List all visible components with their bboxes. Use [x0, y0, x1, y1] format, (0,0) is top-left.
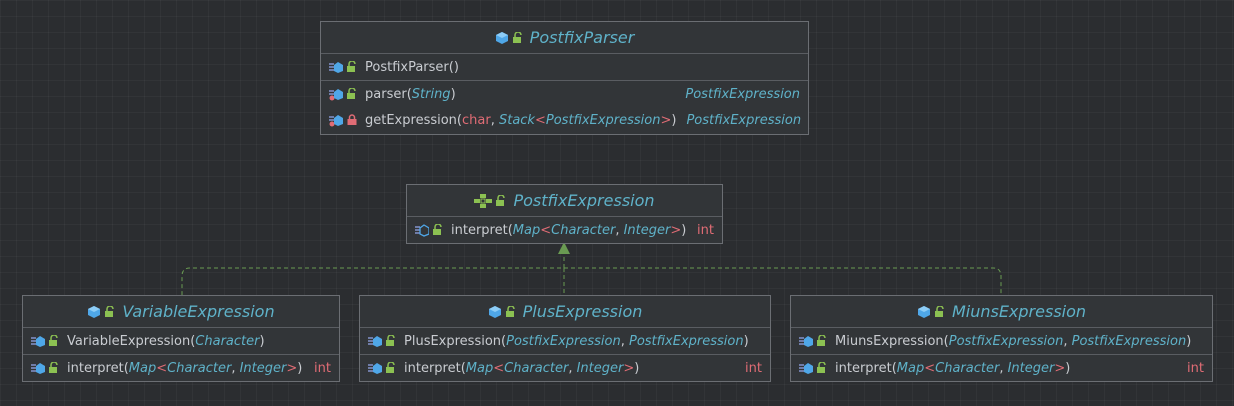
methods-section: interpret(Map<Character, Integer>) int [407, 217, 722, 243]
return-type: PostfixExpression [685, 86, 800, 102]
class-name: PostfixParser [529, 28, 635, 47]
class-icon [917, 305, 930, 318]
method-icon [329, 62, 343, 73]
public-lock-icon [817, 335, 826, 346]
inheritance-arrowhead [558, 242, 570, 254]
return-type: int [697, 222, 714, 238]
public-lock-icon [49, 335, 58, 346]
method-row-interpret[interactable]: interpret(Map<Character, Integer>) int [23, 355, 339, 381]
method-row-interpret[interactable]: interpret(Map<Character, Integer>) int [407, 217, 722, 243]
return-type: int [1187, 360, 1204, 376]
class-header: PlusExpression [360, 296, 770, 328]
constructor-section: MiunsExpression(PostfixExpression, Postf… [791, 328, 1212, 355]
class-name: MiunsExpression [951, 302, 1087, 321]
method-signature: getExpression(char, Stack<PostfixExpress… [365, 112, 677, 128]
static-method-icon [329, 115, 343, 127]
method-row-interpret[interactable]: interpret(Map<Character, Integer>) int [360, 355, 770, 381]
constructor-section: VariableExpression(Character) [23, 328, 339, 355]
class-header: PostfixParser [321, 22, 808, 54]
public-lock-icon [105, 305, 115, 317]
method-signature: interpret(Map<Character, Integer>) [67, 360, 303, 376]
return-type: int [745, 360, 762, 376]
constructor-signature: PostfixParser() [365, 59, 459, 75]
class-header: VariableExpression [23, 296, 339, 328]
public-lock-icon [817, 362, 826, 373]
class-box-variableexpression[interactable]: VariableExpression VariableExpression(Ch… [22, 295, 340, 382]
class-icon [495, 31, 508, 44]
public-lock-icon [496, 194, 506, 206]
interface-header: PostfixExpression [407, 185, 722, 217]
method-signature: interpret(Map<Character, Integer>) [404, 360, 640, 376]
method-signature: interpret(Map<Character, Integer>) [451, 222, 687, 238]
class-header: MiunsExpression [791, 296, 1212, 328]
class-icon [88, 305, 101, 318]
class-icon [488, 305, 501, 318]
static-method-icon [329, 89, 343, 101]
constructor-section: PostfixParser() [321, 54, 808, 81]
methods-section: interpret(Map<Character, Integer>) int [791, 355, 1212, 381]
public-lock-icon [386, 335, 395, 346]
interface-name: PostfixExpression [513, 191, 655, 210]
public-lock-icon [934, 305, 944, 317]
override-method-icon [368, 363, 382, 374]
method-row-parser[interactable]: parser(String) PostfixExpression [321, 81, 808, 107]
methods-section: interpret(Map<Character, Integer>) int [23, 355, 339, 381]
constructor-signature: VariableExpression(Character) [67, 333, 265, 349]
class-box-plusexpression[interactable]: PlusExpression PlusExpression(PostfixExp… [359, 295, 771, 382]
public-lock-icon [505, 305, 515, 317]
methods-section: parser(String) PostfixExpression getExpr… [321, 81, 808, 133]
constructor-row[interactable]: VariableExpression(Character) [23, 328, 339, 354]
override-method-icon [31, 363, 45, 374]
class-box-miunsexpression[interactable]: MiunsExpression MiunsExpression(PostfixE… [790, 295, 1213, 382]
return-type: int [314, 360, 331, 376]
method-row-getexpression[interactable]: getExpression(char, Stack<PostfixExpress… [321, 107, 808, 133]
method-icon [31, 336, 45, 347]
constructor-row[interactable]: PostfixParser() [321, 54, 808, 80]
constructor-section: PlusExpression(PostfixExpression, Postfi… [360, 328, 770, 355]
method-row-interpret[interactable]: interpret(Map<Character, Integer>) int [791, 355, 1212, 381]
interface-box-postfixexpression[interactable]: PostfixExpression interpret(Map<Characte… [406, 184, 723, 244]
public-lock-icon [49, 362, 58, 373]
override-method-icon [799, 363, 813, 374]
interface-icon [474, 193, 493, 208]
return-type: PostfixExpression [686, 112, 802, 128]
methods-section: interpret(Map<Character, Integer>) int [360, 355, 770, 381]
method-icon [799, 336, 813, 347]
public-lock-icon [512, 31, 522, 43]
constructor-row[interactable]: MiunsExpression(PostfixExpression, Postf… [791, 328, 1212, 354]
abstract-method-icon [415, 224, 429, 237]
class-box-postfixparser[interactable]: PostfixParser PostfixParser() parser(Str… [320, 21, 809, 135]
constructor-signature: PlusExpression(PostfixExpression, Postfi… [404, 333, 749, 349]
public-lock-icon [433, 224, 442, 235]
class-name: PlusExpression [522, 302, 643, 321]
constructor-row[interactable]: PlusExpression(PostfixExpression, Postfi… [360, 328, 770, 354]
public-lock-icon [347, 88, 356, 99]
class-name: VariableExpression [122, 302, 275, 321]
private-lock-icon [347, 114, 357, 125]
method-signature: parser(String) [365, 86, 456, 102]
method-signature: interpret(Map<Character, Integer>) [835, 360, 1071, 376]
method-icon [368, 336, 382, 347]
public-lock-icon [347, 61, 356, 72]
public-lock-icon [386, 362, 395, 373]
constructor-signature: MiunsExpression(PostfixExpression, Postf… [835, 333, 1192, 349]
